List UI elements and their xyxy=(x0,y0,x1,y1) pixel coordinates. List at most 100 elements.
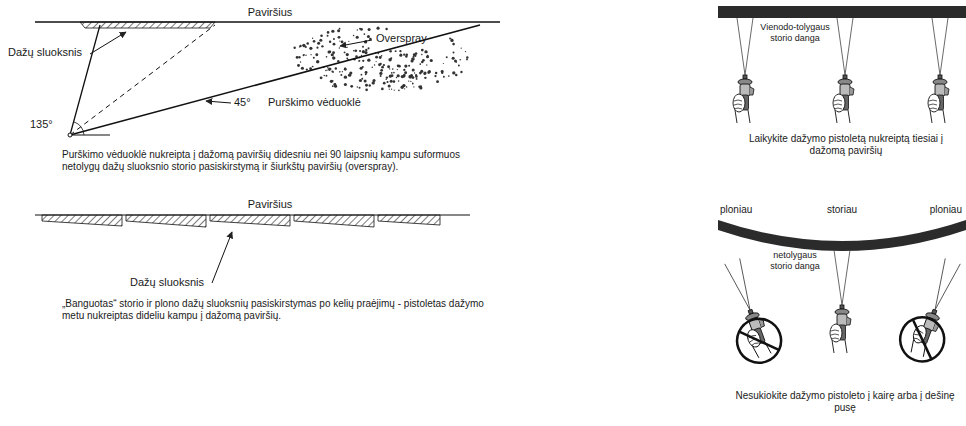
overspray-dot xyxy=(338,36,341,39)
overspray-dot xyxy=(337,29,340,32)
overspray-dot xyxy=(299,46,300,47)
overspray-dot xyxy=(365,88,368,91)
instruction-note: Nesukiokite dažymo pistoleto į kairę arb… xyxy=(728,390,962,414)
overspray-dot xyxy=(331,53,334,56)
overspray-dot xyxy=(396,77,397,78)
overspray-dot xyxy=(312,66,314,68)
overspray-dot xyxy=(466,59,468,61)
overspray-dot xyxy=(359,50,361,52)
overspray-dot xyxy=(398,80,400,82)
overspray-dot xyxy=(353,35,355,37)
thickness-label: ploniau xyxy=(720,204,770,216)
overspray-dot xyxy=(394,89,395,90)
overspray-dot xyxy=(386,81,388,83)
overspray-dot xyxy=(412,68,415,71)
overspray-dot xyxy=(372,81,375,84)
overspray-dot xyxy=(446,56,448,58)
overspray-dot xyxy=(356,36,359,39)
overspray-dot xyxy=(449,38,451,40)
overspray-dot xyxy=(317,42,320,45)
overspray-dot xyxy=(388,84,391,87)
overspray-dot xyxy=(357,29,358,30)
overspray-dot xyxy=(348,74,351,77)
overspray-dot xyxy=(306,42,309,45)
overspray-dot xyxy=(423,72,426,75)
overspray-dot xyxy=(443,76,445,78)
overspray-dot xyxy=(329,41,331,43)
overspray-dot xyxy=(353,50,355,52)
overspray-dot xyxy=(448,75,450,77)
overspray-dot xyxy=(452,71,455,74)
overspray-dot xyxy=(376,27,379,30)
overspray-dot xyxy=(408,80,409,81)
overspray-dot xyxy=(361,74,363,76)
overspray-dot xyxy=(450,39,453,42)
overspray-dot xyxy=(334,85,337,88)
overspray-dot xyxy=(332,56,334,58)
overspray-dot xyxy=(421,54,423,56)
overspray-dot xyxy=(391,72,393,74)
overspray-dot xyxy=(434,75,436,77)
overspray-dot xyxy=(426,55,429,58)
overspray-dot xyxy=(327,67,329,69)
overspray-dot xyxy=(393,72,395,74)
overspray-dot xyxy=(390,80,393,83)
thickness-label: ploniau xyxy=(912,204,962,216)
overspray-dot xyxy=(326,69,327,70)
overspray-dot xyxy=(354,49,357,52)
caption-note: „Banguotas“ storio ir plono dažų sluoksn… xyxy=(62,298,492,322)
overspray-dot xyxy=(331,30,334,33)
overspray-dot xyxy=(453,52,455,54)
overspray-dot xyxy=(408,75,411,78)
overspray-dot xyxy=(369,84,371,86)
overspray-dot xyxy=(312,38,313,39)
overspray-dot xyxy=(399,50,401,52)
overspray-dot xyxy=(333,38,335,40)
overspray-dot xyxy=(362,60,364,62)
overspray-dot xyxy=(365,73,367,75)
fan-label: Purškimo vėduoklė xyxy=(268,96,388,109)
overspray-dot xyxy=(346,46,347,47)
overspray-dot xyxy=(375,56,378,59)
overspray-dot xyxy=(365,49,367,51)
overspray-dot xyxy=(380,69,383,72)
overspray-dot xyxy=(305,55,306,56)
wavy-layer-figure xyxy=(35,215,470,283)
overspray-dot xyxy=(391,89,392,90)
overspray-dot xyxy=(327,35,329,37)
overspray-dot xyxy=(303,54,305,56)
overspray-dot xyxy=(408,65,410,67)
overspray-dot xyxy=(395,50,397,52)
overspray-dot xyxy=(372,66,374,68)
overspray-dot xyxy=(316,60,319,63)
overspray-dot xyxy=(436,80,439,83)
overspray-dot xyxy=(420,70,423,73)
overspray-dot xyxy=(415,75,418,78)
overspray-dot xyxy=(465,51,466,52)
overspray-dot xyxy=(364,79,367,82)
overspray-dot xyxy=(380,63,382,65)
overspray-dot xyxy=(423,71,426,74)
layer-label: Dažų sluoksnis xyxy=(130,276,212,289)
overspray-dot xyxy=(415,52,418,55)
overspray-dot xyxy=(381,88,384,91)
overspray-dot xyxy=(389,50,392,53)
overspray-dot xyxy=(299,45,301,47)
overspray-dot xyxy=(388,58,391,61)
correct-holding-figure xyxy=(718,6,966,123)
instruction-note: Laikykite dažymo pistoletą nukreiptą tie… xyxy=(735,133,957,157)
overspray-dot xyxy=(362,46,364,48)
overspray-dot xyxy=(323,75,325,77)
overspray-dot xyxy=(315,53,318,56)
overspray-dot xyxy=(341,40,344,43)
overspray-dot xyxy=(328,68,331,71)
overspray-dot xyxy=(339,71,341,73)
overspray-dot xyxy=(400,86,403,89)
angle-label: 135° xyxy=(30,118,62,131)
overspray-dot xyxy=(403,54,405,56)
overspray-dot xyxy=(413,86,414,87)
angle-label: 45° xyxy=(234,96,262,109)
overspray-dot xyxy=(339,40,340,41)
